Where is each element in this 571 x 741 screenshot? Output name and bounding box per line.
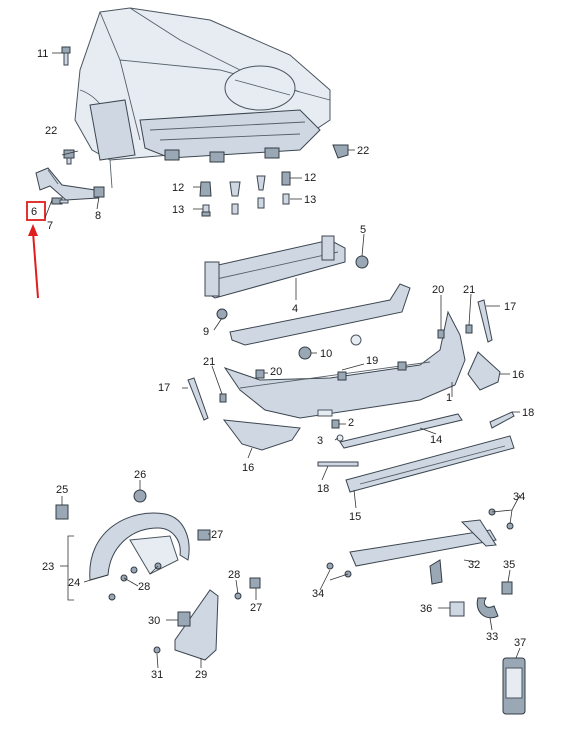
label-6: 6 bbox=[31, 206, 37, 218]
highlight-arrow-shaft bbox=[32, 231, 39, 299]
callout-labels: 11 22 22 6 7 8 12 12 13 13 5 4 9 10 20 2… bbox=[31, 48, 534, 681]
label-18-right: 18 bbox=[522, 407, 534, 419]
label-20-lower: 20 bbox=[270, 366, 282, 378]
label-10: 10 bbox=[320, 348, 332, 360]
clip-22-right bbox=[332, 144, 355, 159]
label-4: 4 bbox=[292, 303, 298, 315]
label-30: 30 bbox=[148, 615, 160, 627]
trim-14 bbox=[339, 413, 463, 449]
label-15: 15 bbox=[349, 511, 361, 523]
label-36: 36 bbox=[420, 603, 432, 615]
clips-19-20-21 bbox=[219, 324, 473, 403]
label-12-left: 12 bbox=[172, 182, 184, 194]
label-32: 32 bbox=[468, 559, 480, 571]
label-35: 35 bbox=[503, 559, 515, 571]
label-5: 5 bbox=[360, 224, 366, 236]
label-29: 29 bbox=[195, 669, 207, 681]
impact-bar-4 bbox=[204, 235, 346, 299]
label-28-right: 28 bbox=[228, 569, 240, 581]
label-16-lower: 16 bbox=[242, 462, 254, 474]
diffuser-15 bbox=[345, 435, 515, 493]
nut-5 bbox=[355, 255, 369, 269]
label-31: 31 bbox=[151, 669, 163, 681]
label-7: 7 bbox=[47, 220, 53, 232]
trim-16 bbox=[222, 351, 501, 451]
clips-12-13 bbox=[199, 171, 291, 217]
label-8: 8 bbox=[95, 210, 101, 222]
label-22-right: 22 bbox=[357, 145, 369, 157]
label-13-right: 13 bbox=[304, 194, 316, 206]
label-16-right: 16 bbox=[512, 369, 524, 381]
label-2: 2 bbox=[348, 417, 354, 429]
highlight-arrow-head bbox=[28, 224, 38, 236]
nut-8 bbox=[93, 186, 105, 198]
label-23: 23 bbox=[42, 561, 54, 573]
bolt-11 bbox=[52, 46, 71, 66]
label-13-left: 13 bbox=[172, 204, 184, 216]
label-9: 9 bbox=[203, 326, 209, 338]
label-14: 14 bbox=[430, 434, 442, 446]
trim-18 bbox=[317, 411, 515, 467]
ball-33-36-35 bbox=[449, 581, 513, 619]
label-17-right: 17 bbox=[504, 301, 516, 313]
label-12-right: 12 bbox=[304, 172, 316, 184]
wheel-arch-liner-23 bbox=[55, 489, 190, 581]
label-37: 37 bbox=[514, 637, 526, 649]
label-33: 33 bbox=[486, 631, 498, 643]
tow-bar-32 bbox=[326, 508, 514, 585]
label-19: 19 bbox=[366, 355, 378, 367]
sensor-2-3 bbox=[331, 419, 344, 442]
label-26: 26 bbox=[134, 469, 146, 481]
label-1: 1 bbox=[446, 392, 452, 404]
bracket-6 bbox=[35, 167, 99, 201]
mud-flap-29 bbox=[153, 577, 261, 661]
label-25: 25 bbox=[56, 484, 68, 496]
label-21-upper: 21 bbox=[463, 284, 475, 296]
label-27-upper: 27 bbox=[211, 529, 223, 541]
label-34-left: 34 bbox=[312, 588, 324, 600]
label-11: 11 bbox=[37, 48, 48, 60]
label-20-upper: 20 bbox=[432, 284, 444, 296]
label-27-lower: 27 bbox=[250, 602, 262, 614]
bracket-9 bbox=[216, 283, 411, 346]
clip-22-left bbox=[63, 149, 75, 165]
label-3: 3 bbox=[317, 435, 323, 447]
label-17-left: 17 bbox=[158, 382, 170, 394]
reflector-strips bbox=[187, 299, 493, 421]
highlight-box-6 bbox=[26, 201, 46, 221]
label-22-left: 22 bbox=[45, 125, 57, 137]
label-21-lower: 21 bbox=[203, 356, 215, 368]
spray-can-37 bbox=[502, 657, 526, 715]
car-rear-body bbox=[74, 7, 331, 189]
label-28-left: 28 bbox=[138, 581, 150, 593]
label-24: 24 bbox=[68, 577, 80, 589]
label-18-lower: 18 bbox=[317, 483, 329, 495]
leader-lines bbox=[44, 150, 521, 669]
label-34-right: 34 bbox=[513, 491, 525, 503]
